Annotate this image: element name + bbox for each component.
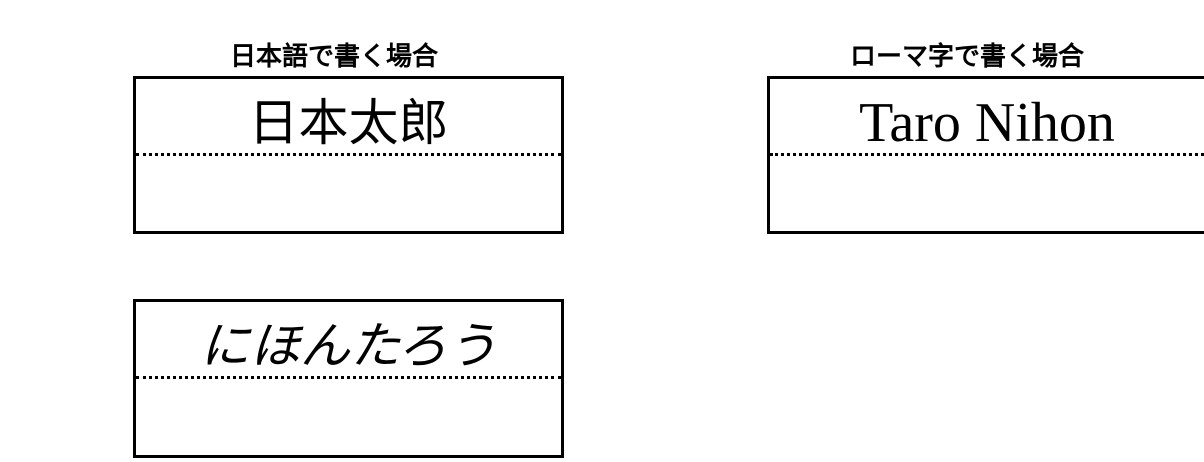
kanji-name-box: 日本太郎: [133, 76, 564, 234]
hiragana-name: にほんたろう: [200, 317, 497, 375]
hiragana-name-box: にほんたろう: [133, 299, 564, 458]
kanji-name: 日本太郎: [248, 94, 449, 152]
japanese-heading: 日本語で書く場合: [230, 42, 439, 72]
romaji-heading: ローマ字で書く場合: [850, 42, 1085, 72]
writing-guide-line: [770, 153, 1204, 156]
writing-guide-line: [136, 153, 561, 156]
writing-guide-line: [136, 376, 561, 379]
romaji-name-box: Taro Nihon: [767, 76, 1204, 234]
romaji-name: Taro Nihon: [859, 92, 1115, 154]
